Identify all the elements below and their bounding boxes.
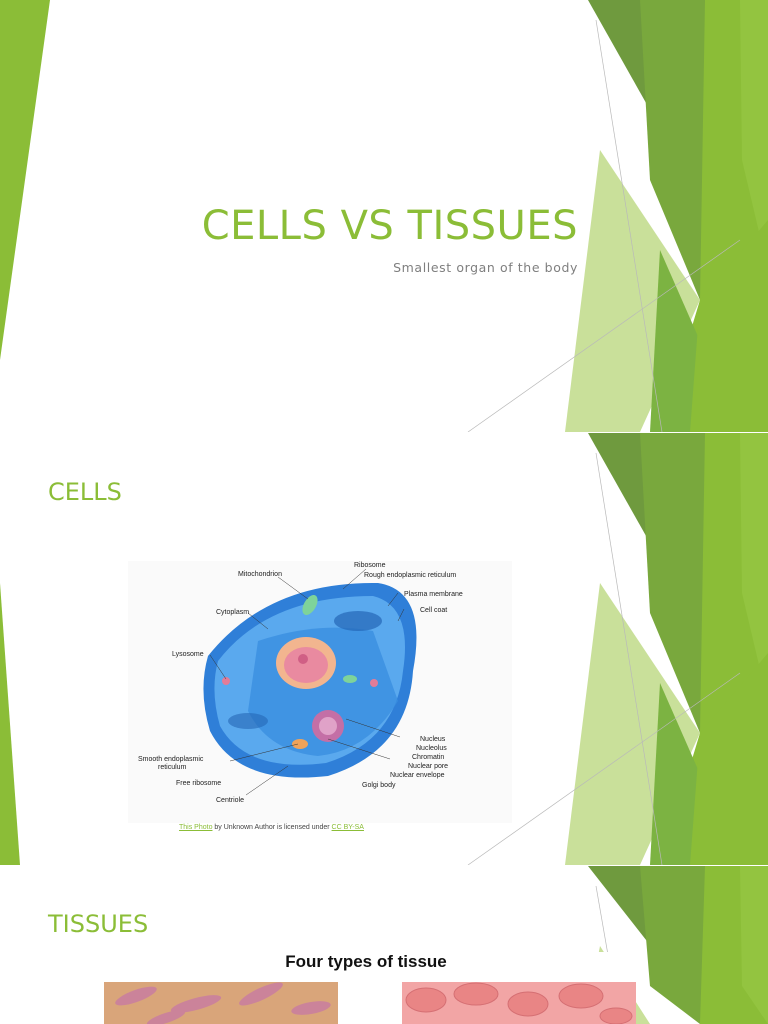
title-slide: CELLS VS TISSUES Smallest organ of the b… [0, 0, 768, 432]
photo-attribution: This Photo by Unknown Author is licensed… [179, 824, 364, 831]
tissue-figure: Four types of tissue [96, 952, 636, 1024]
label-smooth-er-line1: Smooth endoplasmic [138, 756, 204, 763]
slide-title: CELLS VS TISSUES [201, 203, 578, 249]
label-chromatin: Chromatin [412, 754, 444, 761]
figure-title: Four types of tissue [285, 952, 447, 971]
label-cell-coat: Cell coat [420, 607, 447, 614]
label-nucleus: Nucleus [420, 736, 446, 743]
cells-slide: CELLS [0, 433, 768, 865]
slide-divider [0, 432, 768, 433]
label-cytoplasm: Cytoplasm [216, 609, 249, 616]
label-nuclear-pore: Nuclear pore [408, 763, 448, 770]
green-shapes-decoration [0, 0, 768, 432]
label-lysosome: Lysosome [172, 651, 204, 658]
label-plasma-membrane: Plasma membrane [404, 591, 463, 598]
slide-divider [0, 865, 768, 866]
label-rough-er: Rough endoplasmic reticulum [364, 572, 456, 579]
label-ribosome: Ribosome [354, 562, 386, 569]
label-nucleolus: Nucleolus [416, 745, 447, 752]
connective-tissue-image [104, 982, 338, 1024]
label-nuclear-envelope: Nuclear envelope [390, 772, 445, 779]
label-free-ribosome: Free ribosome [176, 780, 221, 787]
label-centriole: Centriole [216, 797, 244, 804]
cell-diagram: Mitochondrion Ribosome Rough endoplasmic… [128, 561, 512, 823]
tissues-slide: TISSUES Four types of tissue [0, 866, 768, 1024]
slide-subtitle: Smallest organ of the body [393, 260, 578, 275]
green-shapes-decoration [0, 433, 768, 865]
license-link[interactable]: CC BY-SA [331, 824, 364, 831]
attribution-text: by Unknown Author is licensed under [212, 824, 332, 831]
slide-heading: TISSUES [48, 910, 149, 938]
label-mitochondrion: Mitochondrion [238, 571, 282, 578]
photo-link[interactable]: This Photo [179, 824, 213, 831]
slide-heading: CELLS [48, 478, 122, 506]
label-golgi-body: Golgi body [362, 782, 396, 789]
label-smooth-er-line2: reticulum [158, 764, 187, 771]
